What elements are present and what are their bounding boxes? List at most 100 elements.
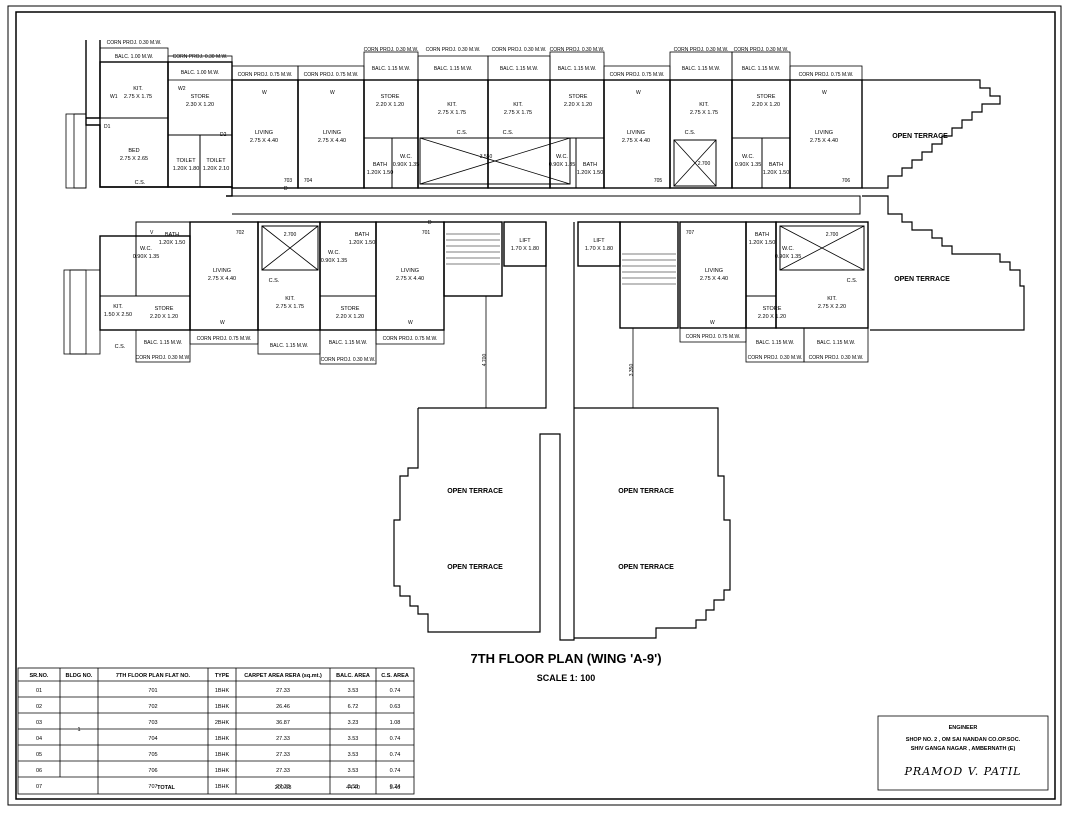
door-tag: D xyxy=(428,220,432,226)
corner-projection-label: CORN PROJ. 0.30 M.W. xyxy=(809,355,864,361)
room-size: 2.75 X 1.75 xyxy=(276,304,304,310)
room-label: KIT. xyxy=(285,296,295,302)
engineer-heading: ENGINEER xyxy=(949,725,978,731)
cs-label: C.S. xyxy=(457,130,468,136)
room-size: 2.75 X 4.40 xyxy=(396,276,424,282)
corner-projection-label: CORN PROJ. 0.30 M.W. xyxy=(748,355,803,361)
table-cell: 704 xyxy=(148,736,157,742)
window-tag: W2 xyxy=(178,86,186,92)
dimension-label: 3.350 xyxy=(629,364,635,377)
cs-label: C.S. xyxy=(135,180,146,186)
room-size: 1.20X 1.50 xyxy=(349,240,376,246)
corner-projection-label: CORN PROJ. 0.75 M.W. xyxy=(197,336,252,342)
balcony-label: BALC. 1.15 M.W. xyxy=(144,340,182,346)
balcony-label: BALC. 1.15 M.W. xyxy=(682,66,720,72)
corner-projection-label: CORN PROJ. 0.30 M.W. xyxy=(364,47,419,53)
table-header: BALC. AREA xyxy=(336,673,370,679)
flat-number: 705 xyxy=(654,178,663,184)
table-cell: 6.72 xyxy=(348,704,359,710)
room-size: 0.90X 1.35 xyxy=(735,162,762,168)
room-size: 2.20 X 1.20 xyxy=(150,314,178,320)
table-cell: 703 xyxy=(148,720,157,726)
room-size: 0.90X 1.35 xyxy=(549,162,576,168)
window-tag: W xyxy=(330,90,335,96)
table-cell: 2BHK xyxy=(215,720,230,726)
room-size: 2.75 X 4.40 xyxy=(208,276,236,282)
room-label: KIT. xyxy=(513,102,523,108)
room-label: KIT. xyxy=(699,102,709,108)
dimension-label: 3.550 xyxy=(480,154,493,160)
table-cell: 702 xyxy=(148,704,157,710)
door-tag: D2 xyxy=(220,132,227,138)
engineer-address-line1: SHOP NO. 2 , OM SAI NANDAN CO.OP.SOC. xyxy=(906,737,1021,743)
room-label: LIVING xyxy=(705,268,723,274)
open-terrace-label: OPEN TERRACE xyxy=(618,564,674,571)
room-label: BATH xyxy=(755,232,769,238)
table-cell: 707 xyxy=(148,784,157,790)
room-label: LIFT xyxy=(519,238,531,244)
dimension-label: 2.700 xyxy=(826,232,839,238)
flat-number: 701 xyxy=(422,230,431,236)
table-cell: 0.74 xyxy=(390,752,401,758)
right-terrace-outline xyxy=(862,195,1025,331)
balcony-label: BALC. 1.15 M.W. xyxy=(742,66,780,72)
cs-label: C.S. xyxy=(269,278,280,284)
room-size: 2.20 X 1.20 xyxy=(376,102,404,108)
table-cell: 06 xyxy=(36,768,42,774)
table-cell: 1BHK xyxy=(215,768,230,774)
room-size: 1.70 X 1.80 xyxy=(511,246,539,252)
balcony-label: BALC. 1.00 M.W. xyxy=(115,54,153,60)
room-size: 1.20X 1.80 xyxy=(173,166,200,172)
room-label: BATH xyxy=(355,232,369,238)
room-label: KIT. xyxy=(133,86,143,92)
engineer-address-line2: SHIV GANGA NAGAR , AMBERNATH (E) xyxy=(911,746,1016,752)
table-cell: 0.74 xyxy=(390,768,401,774)
open-terrace-label: OPEN TERRACE xyxy=(892,133,948,140)
room-label: LIVING xyxy=(323,130,341,136)
room-size: 2.75 X 1.75 xyxy=(690,110,718,116)
room-size: 2.20 X 1.20 xyxy=(752,102,780,108)
room-label: STORE xyxy=(191,94,210,100)
room-label: LIVING xyxy=(815,130,833,136)
room-size: 2.20 X 1.20 xyxy=(336,314,364,320)
flat-number: 704 xyxy=(304,178,313,184)
room-size: 0.90X 1.35 xyxy=(775,254,802,260)
table-header: BLDG NO. xyxy=(66,673,93,679)
balcony-label: BALC. 1.15 M.W. xyxy=(817,340,855,346)
corner-projection-label: CORN PROJ. 0.30 M.W. xyxy=(321,357,376,363)
room-label: W.C. xyxy=(400,154,412,160)
table-cell: 05 xyxy=(36,752,42,758)
room-size: 0.90X 1.35 xyxy=(393,162,420,168)
table-cell: 26.46 xyxy=(276,704,290,710)
room-size: 1.20X 2.10 xyxy=(203,166,230,172)
table-cell: 01 xyxy=(36,688,42,694)
table-cell: 27.33 xyxy=(276,768,290,774)
corner-projection-label: CORN PROJ. 0.75 M.W. xyxy=(686,334,741,340)
corner-projection-label: CORN PROJ. 0.75 M.W. xyxy=(799,72,854,78)
room-label: STORE xyxy=(381,94,400,100)
room-size: 2.30 X 1.20 xyxy=(186,102,214,108)
room-label: W.C. xyxy=(556,154,568,160)
room-size: 2.75 X 4.40 xyxy=(810,138,838,144)
table-cell: 3.53 xyxy=(348,736,359,742)
room-size: 1.20X 1.50 xyxy=(749,240,776,246)
table-cell: 3.53 xyxy=(348,768,359,774)
table-cell: 27.33 xyxy=(276,688,290,694)
corner-projection-label: CORN PROJ. 0.75 M.W. xyxy=(238,72,293,78)
room-label: LIVING xyxy=(255,130,273,136)
table-cell: 0.63 xyxy=(390,704,401,710)
table-cell: 3.23 xyxy=(348,720,359,726)
room-label: STORE xyxy=(569,94,588,100)
corner-projection-label: CORN PROJ. 0.30 M.W. xyxy=(426,47,481,53)
table-cell: 1BHK xyxy=(215,704,230,710)
table-cell: 27.33 xyxy=(276,784,290,790)
corner-projection-label: CORN PROJ. 0.30 M.W. xyxy=(173,54,228,60)
cs-label: C.S. xyxy=(847,278,858,284)
drawing-scale: SCALE 1: 100 xyxy=(537,673,596,683)
table-cell: 3.53 xyxy=(348,752,359,758)
top-wing xyxy=(65,40,863,215)
table-cell: 27.33 xyxy=(276,752,290,758)
table-cell: 27.33 xyxy=(276,736,290,742)
table-header: C.S. AREA xyxy=(381,673,409,679)
balcony-label: BALC. 1.15 M.W. xyxy=(500,66,538,72)
